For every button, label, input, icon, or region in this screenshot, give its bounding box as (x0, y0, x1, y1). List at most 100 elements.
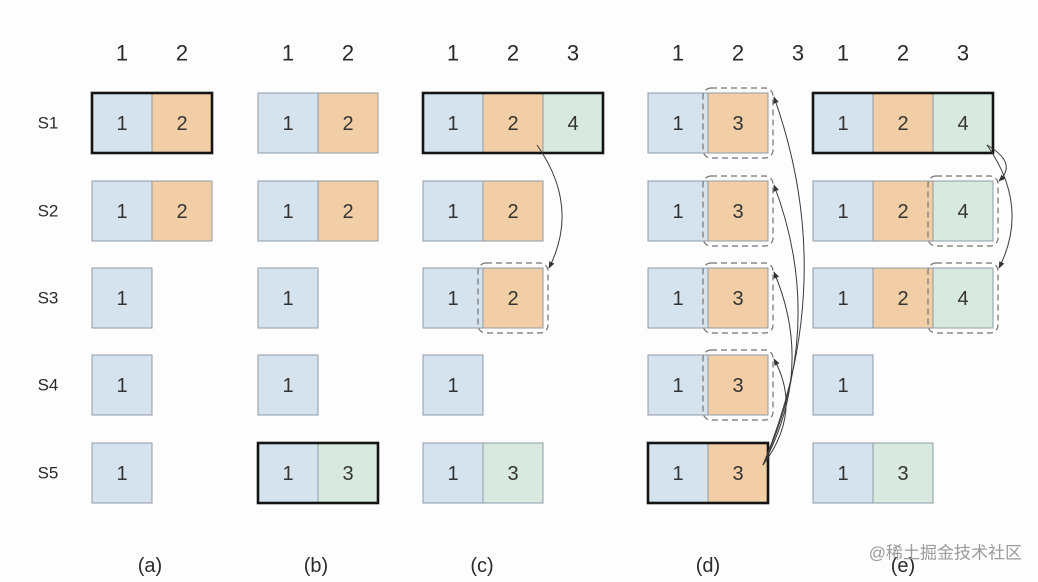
log-entry-term: 3 (732, 375, 743, 397)
log-index-label: 2 (176, 41, 188, 66)
log-entry-orange (707, 267, 769, 329)
log-entry-blue (91, 354, 153, 416)
log-entry-term: 2 (897, 113, 908, 135)
log-entry-blue (812, 267, 874, 329)
log-row: 1 2 4 (811, 91, 995, 155)
log-entry-blue (257, 442, 319, 504)
log-entry-term: 3 (342, 463, 353, 485)
log-entry-term: 4 (957, 288, 968, 310)
replication-arrow (762, 358, 787, 466)
log-entry-orange (482, 267, 544, 329)
bold-log-outline (90, 91, 214, 155)
server-label: S2 (38, 202, 59, 221)
log-entry-orange (707, 354, 769, 416)
log-entry-term: 3 (732, 463, 743, 485)
log-index-label: 2 (897, 41, 909, 66)
log-entry-blue (647, 354, 709, 416)
log-entry-blue (422, 180, 484, 242)
panel-label: (d) (696, 555, 720, 577)
log-entry-orange (707, 180, 769, 242)
log-entry-term: 1 (672, 375, 683, 397)
log-index-label: 1 (672, 41, 684, 66)
replicated-entry-outline (702, 262, 774, 334)
log-entry-term: 1 (116, 463, 127, 485)
log-entry-blue (812, 180, 874, 242)
log-entry-term: 1 (447, 288, 458, 310)
log-entry-green (932, 267, 994, 329)
log-entry-term: 2 (897, 201, 908, 223)
log-entry-term: 2 (342, 201, 353, 223)
log-entry-term: 1 (672, 288, 683, 310)
log-entry-term: 3 (732, 113, 743, 135)
log-entry-orange (482, 92, 544, 154)
replication-arrow (762, 271, 793, 466)
log-index-header: 1 2 3 (672, 41, 804, 66)
log-entry-term: 2 (176, 113, 187, 135)
log-entry-term: 3 (507, 463, 518, 485)
log-entry-term: 2 (507, 113, 518, 135)
log-entry-orange (151, 92, 213, 154)
log-entry-blue (91, 442, 153, 504)
log-entry-orange (872, 267, 934, 329)
bold-log-outline (646, 441, 770, 505)
log-entry-term: 4 (957, 201, 968, 223)
log-entry-blue (812, 354, 874, 416)
panel-label: (e) (891, 555, 915, 577)
log-entry-green (872, 442, 934, 504)
log-entry-term: 1 (116, 201, 127, 223)
log-entry-blue (422, 92, 484, 154)
log-entry-orange (151, 180, 213, 242)
log-entry-term: 2 (176, 201, 187, 223)
log-entry-term: 1 (672, 463, 683, 485)
log-entry-term: 1 (116, 288, 127, 310)
log-index-label: 2 (732, 41, 744, 66)
server-label: S4 (38, 376, 59, 395)
log-row: 1 (91, 442, 153, 504)
log-entry-term: 1 (837, 288, 848, 310)
log-entry-term: 1 (837, 375, 848, 397)
log-entry-blue (257, 354, 319, 416)
log-entry-term: 1 (116, 375, 127, 397)
log-index-label: 3 (957, 41, 969, 66)
log-entry-term: 1 (282, 113, 293, 135)
log-entry-term: 1 (837, 113, 848, 135)
log-entry-blue (422, 442, 484, 504)
log-row: 1 (91, 354, 153, 416)
log-entry-blue (422, 354, 484, 416)
log-entry-green (317, 442, 379, 504)
log-index-label: 2 (507, 41, 519, 66)
server-label: S5 (38, 464, 59, 483)
replicated-entry-outline (702, 175, 774, 247)
log-row: 1 (257, 267, 319, 329)
log-entry-term: 2 (507, 201, 518, 223)
log-row: 1 (257, 354, 319, 416)
log-entry-blue (91, 92, 153, 154)
log-entry-term: 4 (957, 113, 968, 135)
log-index-label: 3 (792, 41, 804, 66)
log-row: 1 (422, 354, 484, 416)
log-entry-term: 2 (342, 113, 353, 135)
log-entry-term: 4 (567, 113, 578, 135)
log-entry-term: 1 (282, 288, 293, 310)
log-entry-term: 1 (837, 201, 848, 223)
log-index-label: 3 (567, 41, 579, 66)
